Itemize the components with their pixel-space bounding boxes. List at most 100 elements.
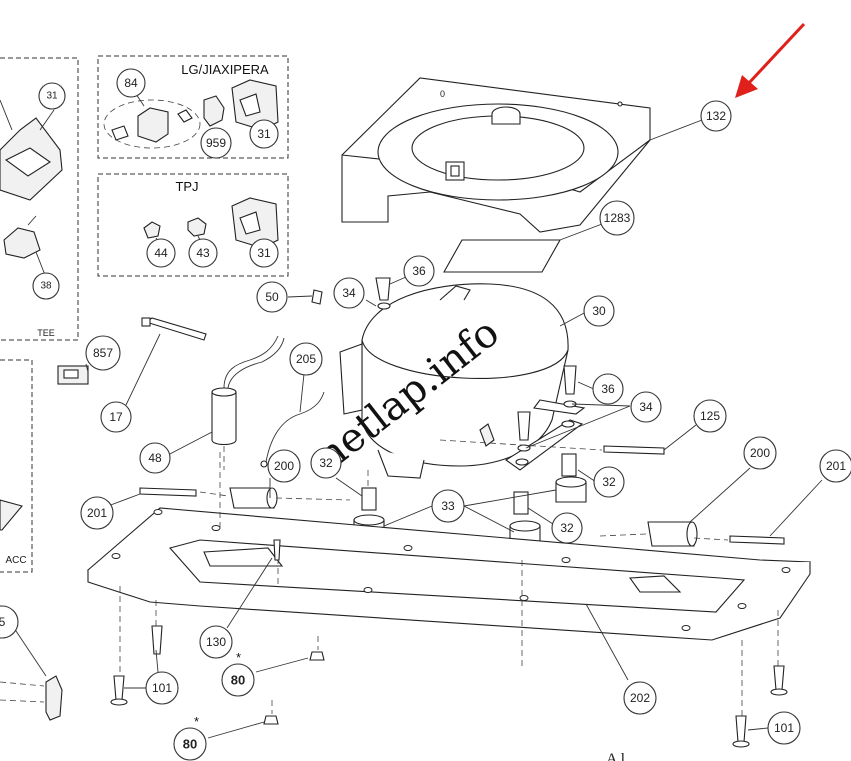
callout-101-right: 101 — [767, 711, 801, 745]
callout-959: 959 — [200, 127, 232, 159]
svg-text:31: 31 — [257, 246, 271, 260]
svg-text:32: 32 — [319, 456, 333, 470]
callout-33: 33 — [431, 489, 465, 523]
svg-text:857: 857 — [93, 346, 113, 360]
lg-starter-relay-drawing — [137, 107, 169, 143]
tee-parts-box: TEE — [0, 57, 79, 341]
svg-text:201: 201 — [87, 506, 107, 520]
svg-text:32: 32 — [560, 521, 574, 535]
svg-text:132: 132 — [706, 109, 726, 123]
footer-text: A l — [606, 751, 626, 761]
tpj-relay-drawing — [187, 217, 207, 237]
callout-101-left: 101 — [145, 671, 179, 705]
svg-text:44: 44 — [154, 246, 168, 260]
callout-5: 5 — [0, 605, 19, 639]
callout-201-right: 201 — [819, 449, 851, 483]
leader-lines — [13, 119, 823, 739]
svg-text:80: 80 — [231, 673, 245, 688]
tpj-box: TPJ — [97, 173, 289, 277]
svg-text:101: 101 — [152, 681, 172, 695]
compressor-body-drawing — [339, 283, 569, 479]
svg-text:130: 130 — [206, 635, 226, 649]
bracket-drawing — [45, 675, 63, 721]
callout-130: 130 — [199, 625, 233, 659]
svg-text:101: 101 — [774, 721, 794, 735]
footnote-star-2: * — [194, 714, 199, 729]
wire-drawing — [265, 391, 325, 463]
red-arrow-icon — [735, 22, 806, 98]
callout-200-right: 200 — [743, 436, 777, 470]
callout-48: 48 — [139, 442, 171, 474]
lid-mark: 0 — [440, 89, 445, 99]
tpj-title: TPJ — [175, 179, 198, 194]
svg-text:36: 36 — [412, 264, 426, 278]
svg-text:48: 48 — [148, 451, 162, 465]
callout-80-upper: 80 — [221, 663, 255, 697]
callout-30: 30 — [583, 295, 615, 327]
callout-34-mid: 34 — [630, 391, 662, 423]
svg-text:1283: 1283 — [604, 211, 631, 225]
callout-34-top: 34 — [333, 277, 365, 309]
callout-36-mid: 36 — [592, 373, 624, 405]
svg-text:34: 34 — [639, 400, 653, 414]
svg-text:201: 201 — [826, 459, 846, 473]
callout-31-tee: 31 — [38, 82, 66, 110]
callout-205: 205 — [289, 342, 323, 376]
footnote-star-1: * — [236, 650, 241, 665]
svg-text:205: 205 — [296, 352, 316, 366]
callout-200-left: 200 — [267, 449, 301, 483]
callout-84: 84 — [116, 68, 146, 98]
screws-drawing — [110, 539, 788, 748]
callout-17: 17 — [100, 401, 132, 433]
callout-32-left: 32 — [310, 447, 342, 479]
svg-text:36: 36 — [601, 382, 615, 396]
svg-text:959: 959 — [206, 136, 226, 150]
svg-text:200: 200 — [274, 459, 294, 473]
tee-plug-drawing — [3, 227, 41, 259]
callout-38: 38 — [32, 272, 60, 300]
callout-1283: 1283 — [599, 200, 635, 236]
svg-text:43: 43 — [196, 246, 210, 260]
callout-857: 857 — [85, 335, 121, 371]
mount-plates-drawing — [311, 277, 586, 471]
svg-text:33: 33 — [441, 499, 455, 513]
svg-text:50: 50 — [265, 290, 279, 304]
svg-text:17: 17 — [109, 410, 123, 424]
svg-text:80: 80 — [183, 737, 197, 752]
callout-32-right: 32 — [593, 466, 625, 498]
pins-drawing — [139, 439, 785, 547]
svg-text:31: 31 — [257, 127, 271, 141]
base-plate-drawing — [86, 507, 812, 641]
callout-31-lg: 31 — [249, 119, 279, 149]
acc-box: ACC — [0, 359, 33, 573]
callout-125: 125 — [693, 399, 727, 433]
callout-50: 50 — [256, 281, 288, 313]
part-857-drawing — [57, 365, 89, 385]
callout-43: 43 — [188, 238, 218, 268]
svg-text:5: 5 — [0, 615, 6, 629]
callout-132: 132 — [700, 100, 732, 132]
lg-jiaxipera-title: LG/JIAXIPERA — [181, 62, 269, 77]
callout-32-bottom: 32 — [551, 512, 583, 544]
compressor-lid-drawing: 0 — [341, 77, 651, 233]
svg-text:38: 38 — [40, 281, 52, 292]
callout-201-left: 201 — [80, 496, 114, 530]
svg-text:34: 34 — [342, 286, 356, 300]
tpj-clip-drawing — [143, 221, 161, 239]
svg-text:84: 84 — [124, 76, 138, 90]
svg-text:32: 32 — [602, 475, 616, 489]
gasket-drawing — [443, 239, 561, 273]
acc-label: ACC — [5, 555, 26, 566]
svg-text:125: 125 — [700, 409, 720, 423]
capacitor-drawing — [211, 335, 285, 470]
svg-text:30: 30 — [592, 304, 606, 318]
cable-tie-drawing — [141, 317, 207, 341]
callout-80-lower: 80 — [173, 727, 207, 761]
tee-label: TEE — [37, 328, 55, 338]
callout-202: 202 — [623, 681, 657, 715]
svg-text:31: 31 — [46, 91, 58, 102]
svg-text:202: 202 — [630, 691, 650, 705]
svg-text:200: 200 — [750, 446, 770, 460]
callout-31-tpj: 31 — [249, 238, 279, 268]
